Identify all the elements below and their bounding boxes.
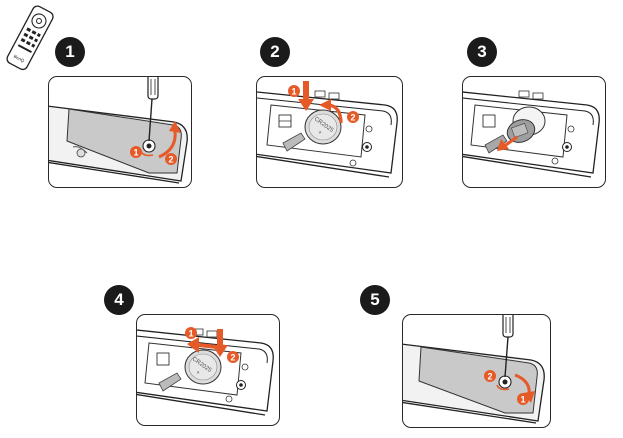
step-1-illustration: 1 2 xyxy=(49,77,188,184)
step-4-number: 4 xyxy=(104,285,134,315)
step-2-coin-plus: + xyxy=(316,130,323,137)
step-3-number: 3 xyxy=(467,37,497,67)
step-3-panel xyxy=(462,76,606,188)
step-1-sub-label-a: 1 xyxy=(133,148,138,158)
step-1-sub-label-b: 2 xyxy=(168,155,173,165)
step-2-sub-label-b: 2 xyxy=(350,113,355,123)
step-5-illustration: 2 1 xyxy=(403,315,545,424)
step-4-sub-label-b: 2 xyxy=(230,353,235,363)
step-2-sub-label-a: 1 xyxy=(291,87,296,97)
step-4-sub-label-a: 1 xyxy=(188,329,193,339)
step-3-illustration xyxy=(463,90,600,178)
remote-brand-text: BenQ xyxy=(13,54,26,64)
step-2-panel: CR2025 + 1 2 xyxy=(256,76,403,188)
step-4-panel: CR2025 + 1 2 xyxy=(136,314,280,426)
step-1-number: 1 xyxy=(55,37,85,67)
step-4-illustration: CR2025 + 1 2 xyxy=(137,327,274,416)
remote-control-icon: BenQ xyxy=(6,5,54,71)
step-5-panel: 2 1 xyxy=(402,314,551,428)
step-5-number: 5 xyxy=(360,285,390,315)
step-2-illustration: CR2025 + 1 2 xyxy=(257,81,398,178)
step-5-sub-label-b: 1 xyxy=(520,395,525,405)
step-5-sub-label-a: 2 xyxy=(487,372,492,382)
step-1-panel: 1 2 xyxy=(48,76,192,188)
step-4-coin-plus: + xyxy=(194,370,201,377)
step-2-number: 2 xyxy=(260,37,290,67)
